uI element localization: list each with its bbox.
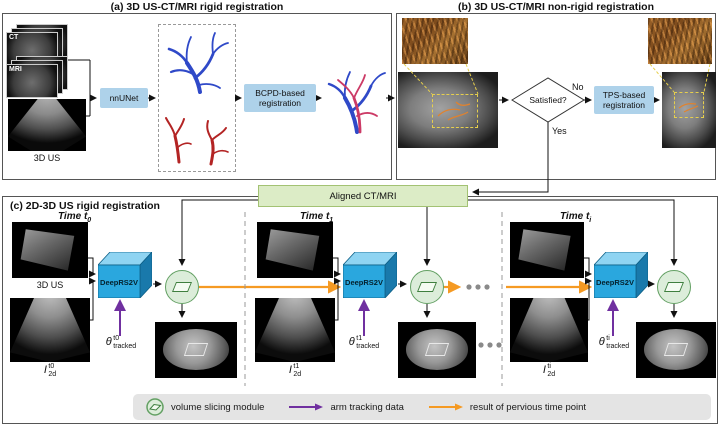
aligned-ctmri-box: Aligned CT/MRI bbox=[258, 185, 468, 207]
deeprs2v-module-t1: DeepRS2V bbox=[343, 252, 397, 298]
volume-slicing-module-icon bbox=[145, 397, 165, 417]
us-2d-image-ti bbox=[510, 298, 588, 362]
legend-bar: volume slicing module arm tracking data … bbox=[133, 394, 711, 420]
overlaid-vessels-before bbox=[437, 101, 471, 121]
panel-b-title: (b) 3D US-CT/MRI non-rigid registration bbox=[458, 1, 654, 13]
ct-label: CT bbox=[9, 34, 19, 41]
ellipsis-dots bbox=[466, 284, 502, 348]
us-2d-image-t0 bbox=[10, 298, 90, 362]
legend-arm-tracking-label: arm tracking data bbox=[330, 401, 404, 413]
us-3d-image-a bbox=[8, 99, 86, 151]
sliced-ctmri-image-t0 bbox=[155, 322, 237, 378]
axial-slice-body bbox=[405, 329, 469, 370]
nnunet-box: nnUNet bbox=[100, 88, 148, 108]
fused-overlay-after bbox=[648, 18, 712, 64]
previous-result-arrow-icon bbox=[428, 402, 464, 412]
axial-slice-body bbox=[644, 329, 708, 370]
us-mri-slice-before bbox=[398, 72, 498, 148]
satisfied-label: Satisfied? bbox=[529, 95, 567, 105]
vessel-tree-ctmri bbox=[167, 32, 229, 94]
no-label: No bbox=[572, 82, 584, 92]
deeprs2v-label-ti: DeepRS2V bbox=[596, 278, 634, 287]
roi-rect-after bbox=[674, 92, 704, 118]
tps-line1: TPS-based bbox=[602, 90, 646, 100]
us-3d-caption-a: 3D US bbox=[33, 153, 61, 163]
panel-a-title: (a) 3D US-CT/MRI rigid registration bbox=[110, 1, 284, 13]
tps-line2: registration bbox=[602, 100, 646, 110]
deeprs2v-label-t0: DeepRS2V bbox=[100, 278, 138, 287]
deeprs2v-module-t0: DeepRS2V bbox=[98, 252, 152, 298]
time-label-t1: Time t1 bbox=[300, 211, 334, 224]
overlaid-vessels-after bbox=[678, 103, 699, 113]
us-3d-caption-t0: 3D US bbox=[36, 280, 64, 290]
panel-c-title: (c) 2D-3D US rigid registration bbox=[10, 200, 160, 212]
arm-tracking-arrow-icon bbox=[288, 402, 324, 412]
slice-plane-icon bbox=[663, 282, 685, 292]
legend-volume-slicing-label: volume slicing module bbox=[171, 401, 265, 413]
aligned-ctmri-label: Aligned CT/MRI bbox=[329, 190, 397, 202]
axial-slice-body bbox=[163, 329, 229, 370]
us-3d-volume-t1 bbox=[257, 222, 333, 278]
us-3d-volume-t0 bbox=[12, 222, 88, 278]
us-2d-image-t1 bbox=[255, 298, 335, 362]
volume-slicing-module-t1 bbox=[410, 270, 444, 304]
mri-stack-frame bbox=[6, 64, 58, 98]
time-label-t0: Time t0 bbox=[58, 211, 92, 224]
slice-plane-icon bbox=[171, 282, 193, 292]
sliced-ctmri-image-t1 bbox=[398, 322, 476, 378]
fused-overlay-before bbox=[402, 18, 468, 64]
time-label-ti: Time ti bbox=[560, 211, 592, 224]
sliced-ctmri-image-ti bbox=[636, 322, 716, 378]
vessel-tree-us bbox=[165, 117, 229, 166]
nnunet-label: nnUNet bbox=[109, 93, 139, 103]
registered-vessels bbox=[327, 71, 386, 134]
roi-rect-before bbox=[432, 94, 478, 128]
deeprs2v-module-ti: DeepRS2V bbox=[594, 252, 648, 298]
us-3d-volume-ti bbox=[510, 222, 584, 278]
bcpd-line2: registration bbox=[258, 98, 302, 108]
legend-previous-result-label: result of pervious time point bbox=[469, 401, 587, 413]
bcpd-line1: BCPD-based bbox=[255, 88, 305, 98]
slice-plane-icon bbox=[416, 282, 438, 292]
volume-slicing-module-ti bbox=[657, 270, 691, 304]
mri-label: MRI bbox=[9, 66, 22, 73]
deeprs2v-label-t1: DeepRS2V bbox=[345, 278, 383, 287]
yes-label: Yes bbox=[552, 126, 567, 136]
us-mri-slice-after bbox=[662, 72, 716, 148]
volume-slicing-module-t0 bbox=[165, 270, 199, 304]
